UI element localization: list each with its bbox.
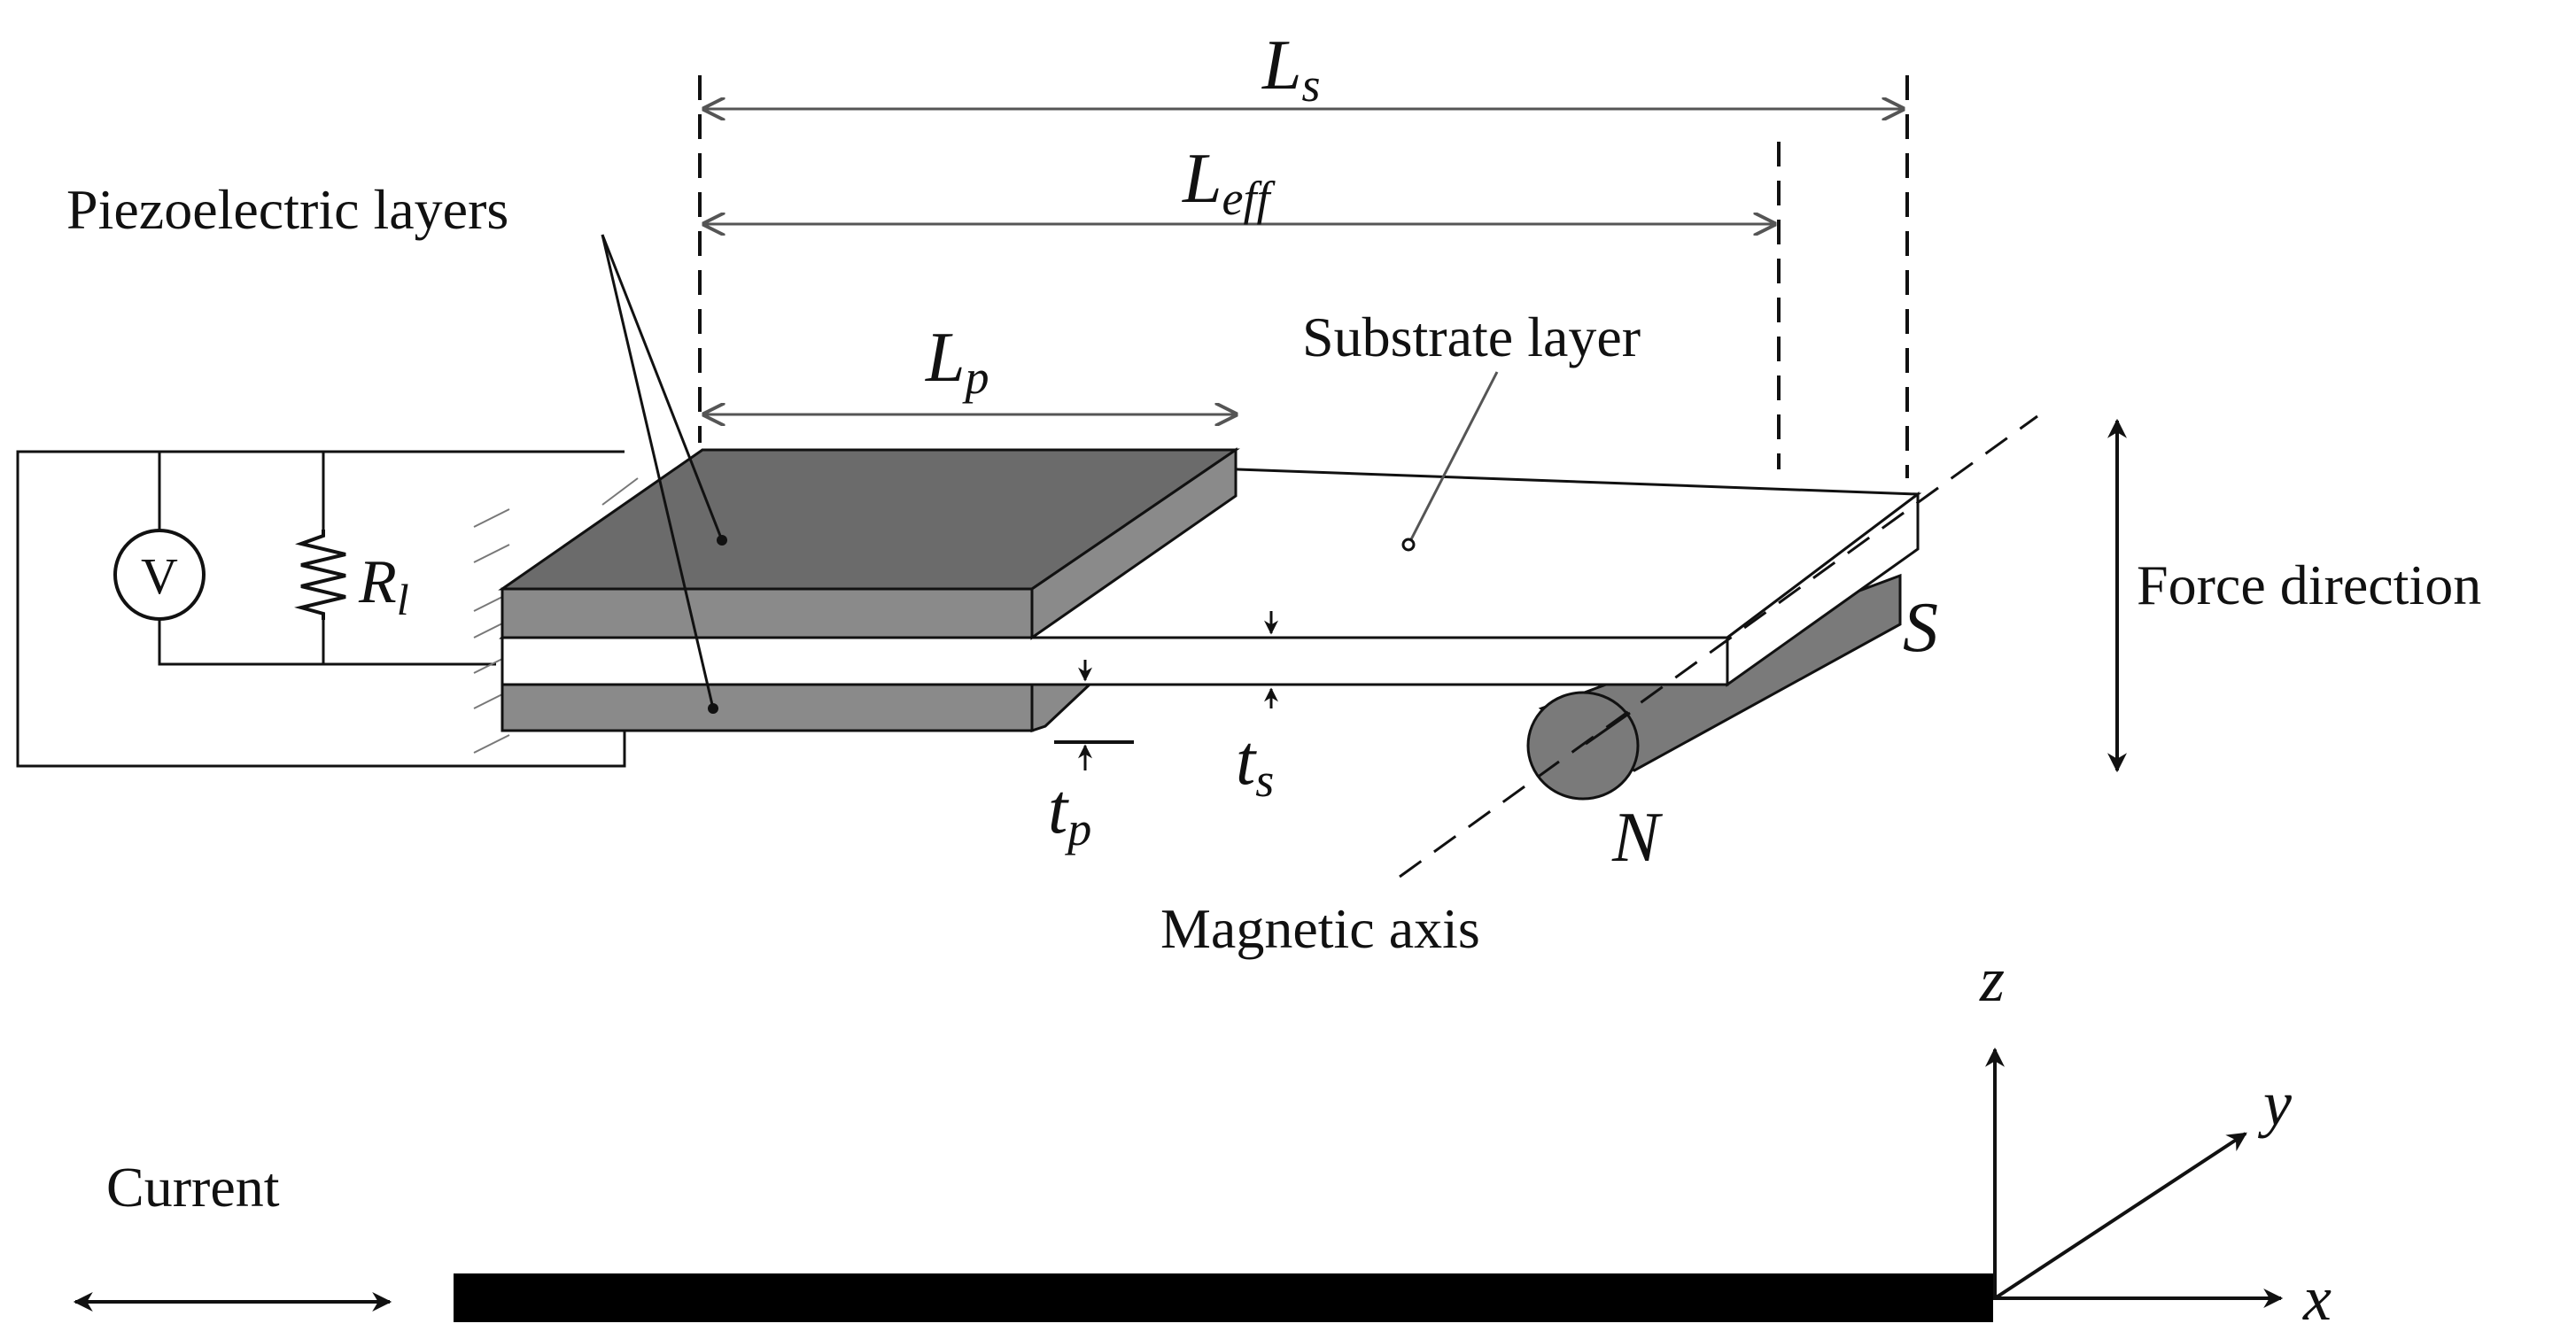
magnetic-axis-label: Magnetic axis bbox=[1160, 897, 1480, 960]
ls-label: Ls bbox=[1261, 27, 1321, 112]
resistor-icon bbox=[294, 530, 346, 620]
substrate-side bbox=[1726, 491, 1920, 687]
leader-lines bbox=[601, 234, 1499, 714]
force-direction-label: Force direction bbox=[2137, 553, 2481, 616]
substrate-layer-label: Substrate layer bbox=[1302, 306, 1641, 368]
piezo-top-side bbox=[1030, 447, 1238, 640]
piezo-top-front bbox=[500, 587, 1034, 639]
voltmeter-label: V bbox=[141, 547, 178, 605]
current-wire-section bbox=[73, 1047, 2284, 1322]
x-axis-label: x bbox=[2302, 1263, 2332, 1334]
leff-label: Leff bbox=[1182, 140, 1276, 225]
current-wire bbox=[454, 1273, 1993, 1322]
z-axis-label: z bbox=[1979, 944, 2005, 1015]
tp-label: tp bbox=[1048, 770, 1091, 855]
y-axis-arrow bbox=[1993, 1132, 2247, 1300]
south-pole-label: S bbox=[1903, 589, 1938, 667]
circuit-outer-loop bbox=[16, 450, 626, 768]
ts-label: ts bbox=[1236, 722, 1274, 807]
circuit-inner-loop bbox=[158, 452, 496, 666]
north-pole-label: N bbox=[1611, 799, 1664, 877]
magnetic-axis-line bbox=[1399, 414, 2038, 878]
bimorph-beam bbox=[498, 414, 2038, 878]
piezo-bottom-side bbox=[1030, 683, 1093, 733]
lp-label: Lp bbox=[925, 319, 989, 404]
rl-label: Rl bbox=[358, 548, 409, 624]
piezo-bottom-front bbox=[500, 683, 1034, 732]
substrate-front bbox=[500, 636, 1729, 686]
piezoelectric-layers-label: Piezoelectric layers bbox=[66, 178, 508, 241]
magnet-pole-tick bbox=[1585, 711, 1631, 746]
y-axis-label: y bbox=[2257, 1068, 2292, 1139]
current-label: Current bbox=[106, 1156, 280, 1219]
voltmeter-icon bbox=[113, 529, 206, 621]
dimension-lines bbox=[698, 75, 1909, 478]
thickness-markers bbox=[1054, 611, 1278, 770]
